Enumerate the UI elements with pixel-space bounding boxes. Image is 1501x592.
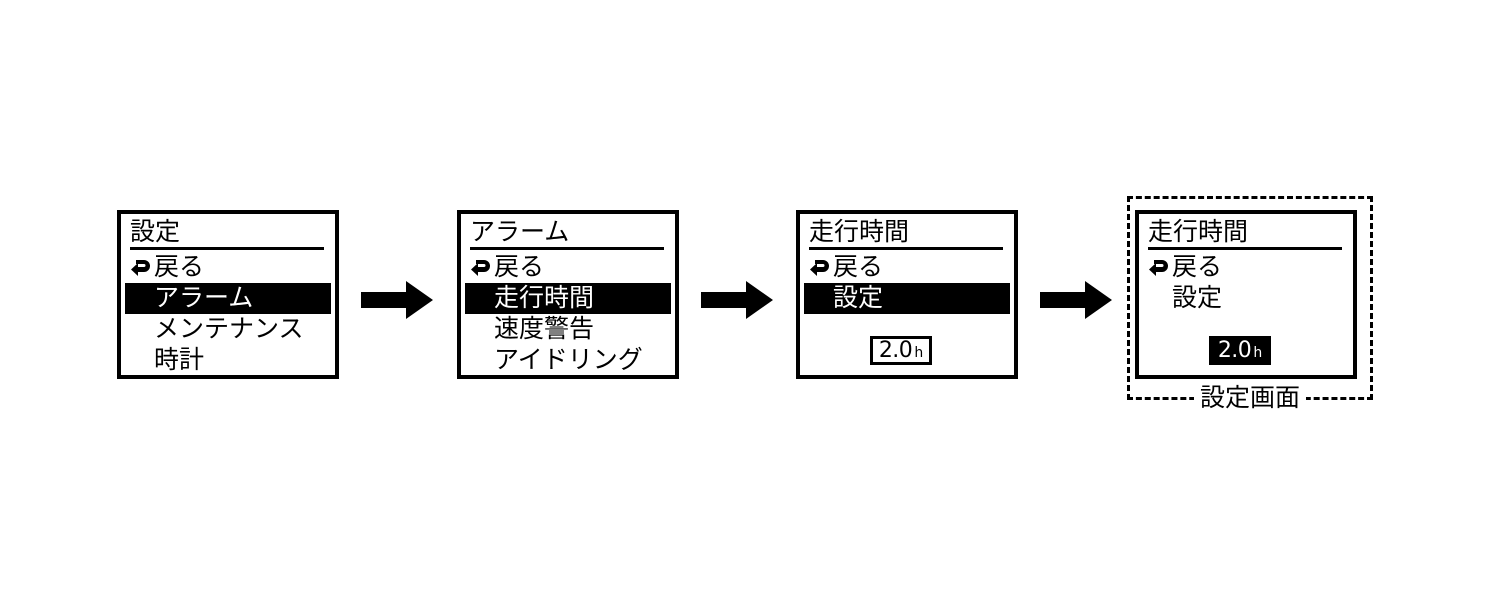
flow-arrow-right — [361, 281, 433, 319]
menu-item-label: 走行時間 — [494, 283, 595, 312]
group-caption: 設定画面 — [1193, 384, 1307, 412]
screen-panel-alarm: アラーム 戻る 走行時間 速度警告 — [457, 210, 679, 379]
menu-item[interactable]: 速度警告 — [461, 314, 675, 345]
menu-item[interactable]: 設定 — [1139, 283, 1353, 314]
value-number: 2.0 — [1217, 337, 1252, 363]
menu-item-label: メンテナンス — [154, 314, 304, 343]
title-divider — [1148, 247, 1342, 250]
menu-item-label: 戻る — [1172, 252, 1223, 281]
menu-item-label: 時計 — [154, 345, 205, 374]
screen-title: 走行時間 — [1148, 217, 1249, 246]
title-divider — [470, 247, 664, 250]
title-divider — [130, 247, 324, 250]
value-field[interactable]: 2.0 h — [870, 336, 932, 365]
menu-item[interactable]: アイドリング — [461, 345, 675, 375]
title-divider — [809, 247, 1003, 250]
screen-panel-drive-time: 走行時間 戻る 設定 2.0 h — [796, 210, 1018, 379]
flow-arrow-right — [1040, 281, 1112, 319]
screen-title: 設定 — [130, 217, 181, 246]
menu-item-label: 戻る — [833, 252, 884, 281]
screen-panel-drive-time-edit: 走行時間 戻る 設定 2.0 h — [1135, 210, 1357, 379]
menu-item-label: アイドリング — [494, 345, 643, 374]
menu-list: 戻る 設定 — [800, 252, 1014, 314]
return-arrow-icon — [130, 255, 152, 279]
menu-item-back[interactable]: 戻る — [1139, 252, 1353, 283]
screen-panel-settings: 設定 戻る アラーム メンテナンス — [117, 210, 339, 379]
menu-item-label: 設定 — [1172, 283, 1223, 312]
value-unit: h — [914, 344, 924, 361]
menu-item-label: 戻る — [494, 252, 545, 281]
menu-item-selected[interactable]: アラーム — [125, 283, 331, 314]
value-field-editing[interactable]: 2.0 h — [1209, 336, 1271, 365]
screen-title: 走行時間 — [809, 217, 910, 246]
return-arrow-icon — [1148, 255, 1170, 279]
screen-title: アラーム — [470, 217, 570, 246]
menu-item-label: 戻る — [154, 252, 205, 281]
menu-list: 戻る 走行時間 速度警告 アイドリング — [461, 252, 675, 375]
return-arrow-icon — [470, 255, 492, 279]
menu-item-label: 設定 — [833, 283, 884, 312]
menu-list: 戻る 設定 — [1139, 252, 1353, 314]
flow-arrow-right — [701, 281, 773, 319]
menu-item[interactable]: メンテナンス — [121, 314, 335, 345]
menu-item[interactable]: 時計 — [121, 345, 335, 375]
return-arrow-icon — [809, 255, 831, 279]
menu-item-selected[interactable]: 設定 — [804, 283, 1010, 314]
menu-item-back[interactable]: 戻る — [461, 252, 675, 283]
menu-item-label: アラーム — [154, 283, 254, 312]
setting-screen-group: 設定画面 — [1127, 196, 1373, 412]
menu-list: 戻る アラーム メンテナンス 時計 — [121, 252, 335, 375]
menu-item-back[interactable]: 戻る — [121, 252, 335, 283]
value-unit: h — [1253, 344, 1263, 361]
menu-item-selected[interactable]: 走行時間 — [465, 283, 671, 314]
value-number: 2.0 — [878, 337, 913, 363]
menu-item-label: 速度警告 — [494, 314, 595, 343]
menu-item-back[interactable]: 戻る — [800, 252, 1014, 283]
